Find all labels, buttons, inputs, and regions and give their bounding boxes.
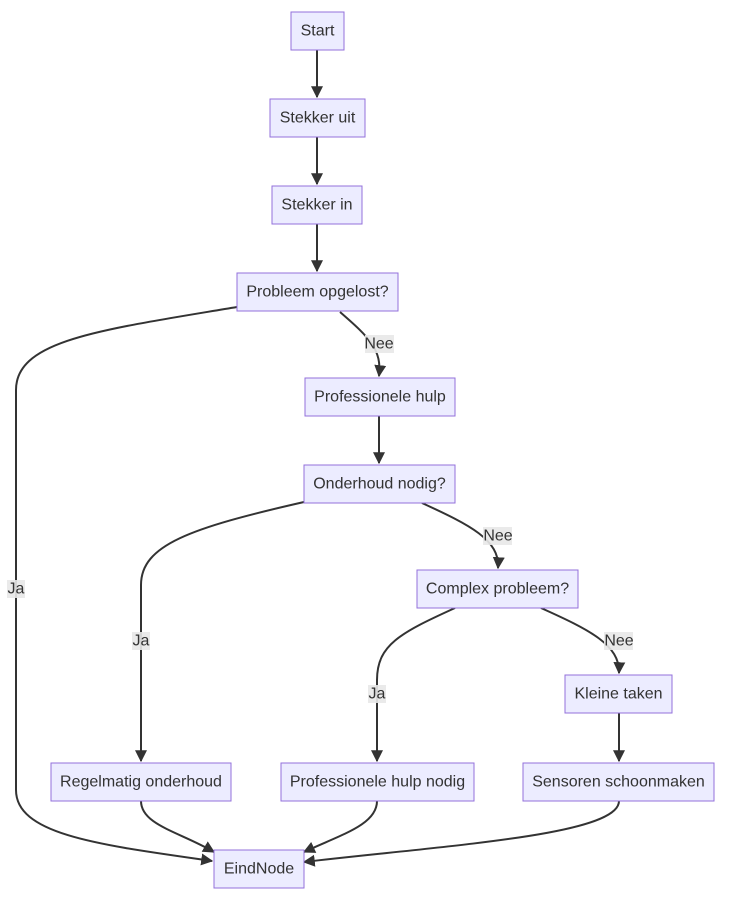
edge-label-ja-onderhoud: Ja <box>132 632 150 650</box>
node-kleine-taken: Kleine taken <box>564 674 673 714</box>
node-onderhoud-nodig: Onderhoud nodig? <box>303 464 456 504</box>
node-label: Kleine taken <box>574 686 662 703</box>
node-label: Professionele hulp <box>314 389 446 406</box>
edge-complex-probleem-to-professionele-hulp-nodig-ja <box>371 607 456 763</box>
node-complex-probleem: Complex probleem? <box>416 569 579 609</box>
node-label: Professionele hulp nodig <box>290 774 465 791</box>
edge-label-text: Nee <box>483 528 512 545</box>
node-label: Probleem opgelost? <box>246 284 388 301</box>
edge-label-text: Ja <box>369 686 386 703</box>
edge-professionele-hulp-nodig-to-eindnode <box>302 800 378 853</box>
edge-label-text: Nee <box>364 336 393 353</box>
edge-label-text: Nee <box>604 633 633 650</box>
edge-sensoren-schoonmaken-to-eindnode <box>302 800 620 867</box>
node-label: Sensoren schoonmaken <box>532 774 705 791</box>
node-label: Start <box>301 23 335 40</box>
node-label: Onderhoud nodig? <box>313 476 446 493</box>
node-eindnode: EindNode <box>213 849 305 889</box>
node-probleem-opgelost: Probleem opgelost? <box>236 272 399 312</box>
node-label: EindNode <box>224 861 294 878</box>
node-sensoren-schoonmaken: Sensoren schoonmaken <box>522 762 715 802</box>
edge-regelmatig-onderhoud-to-eindnode <box>140 800 216 853</box>
node-regelmatig-onderhoud: Regelmatig onderhoud <box>50 762 232 802</box>
node-professionele-hulp: Professionele hulp <box>304 377 456 417</box>
edge-label-nee-onderhoud: Nee <box>483 527 513 545</box>
edge-complex-probleem-to-kleine-taken-nee <box>540 607 626 675</box>
node-stekker-uit: Stekker uit <box>269 98 366 138</box>
edge-label-text: Ja <box>133 633 150 650</box>
edge-label-ja-complex: Ja <box>368 685 386 703</box>
node-label: Complex probleem? <box>426 581 569 598</box>
node-label: Stekker in <box>281 197 352 214</box>
node-start: Start <box>290 11 345 51</box>
edge-label-text: Ja <box>8 581 25 598</box>
edge-label-nee-probleem: Nee <box>364 335 394 353</box>
node-label: Regelmatig onderhoud <box>60 774 222 791</box>
node-label: Stekker uit <box>280 110 356 127</box>
edge-onderhoud-nodig-to-complex-probleem-nee <box>421 502 505 570</box>
edge-label-ja-probleem: Ja <box>7 580 25 598</box>
edge-label-nee-complex: Nee <box>604 632 634 650</box>
node-stekker-in: Stekker in <box>271 185 363 225</box>
node-professionele-hulp-nodig: Professionele hulp nodig <box>280 762 475 802</box>
edge-onderhoud-nodig-to-regelmatig-onderhoud-ja <box>135 501 305 763</box>
edge-probleem-opgelost-to-eindnode-ja <box>15 306 238 866</box>
